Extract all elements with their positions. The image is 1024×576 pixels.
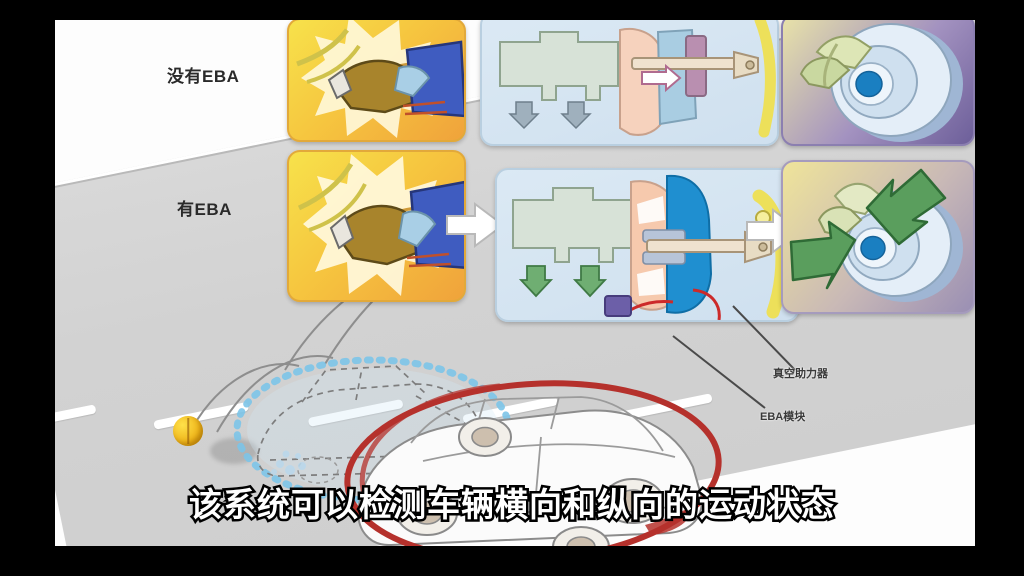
panel-disc-weak <box>781 20 975 146</box>
video-content-area: 没有EBA <box>55 20 975 546</box>
panel-disc-strong <box>781 160 975 314</box>
panel-pedal-burst-strong <box>287 150 466 302</box>
callout-leader-lines <box>672 305 796 409</box>
lane-marking <box>55 404 97 433</box>
letterbox-top <box>0 0 1024 20</box>
bouncing-ball <box>173 416 203 446</box>
letterbox-left <box>0 0 55 576</box>
panel-booster-normal <box>480 20 779 146</box>
row-label-no-eba: 没有EBA <box>167 67 240 86</box>
subtitle-label: 该系统可以检测车辆横向和纵向的运动状态 <box>187 483 837 527</box>
letterbox-right <box>975 0 1024 576</box>
row-label-with-eba: 有EBA <box>177 200 232 219</box>
panel-pedal-burst-weak <box>287 20 466 142</box>
main-car-illustration <box>357 396 703 546</box>
callout-vacuum-booster: 真空助力器 <box>773 368 828 380</box>
callout-eba-module: EBA模块 <box>760 411 806 423</box>
subtitle-text: 该系统可以检测车辆横向和纵向的运动状态 <box>0 478 1024 527</box>
letterbox-bottom <box>0 546 1024 576</box>
red-annotation-circle <box>344 380 722 546</box>
flow-arrow-1 <box>446 202 505 248</box>
